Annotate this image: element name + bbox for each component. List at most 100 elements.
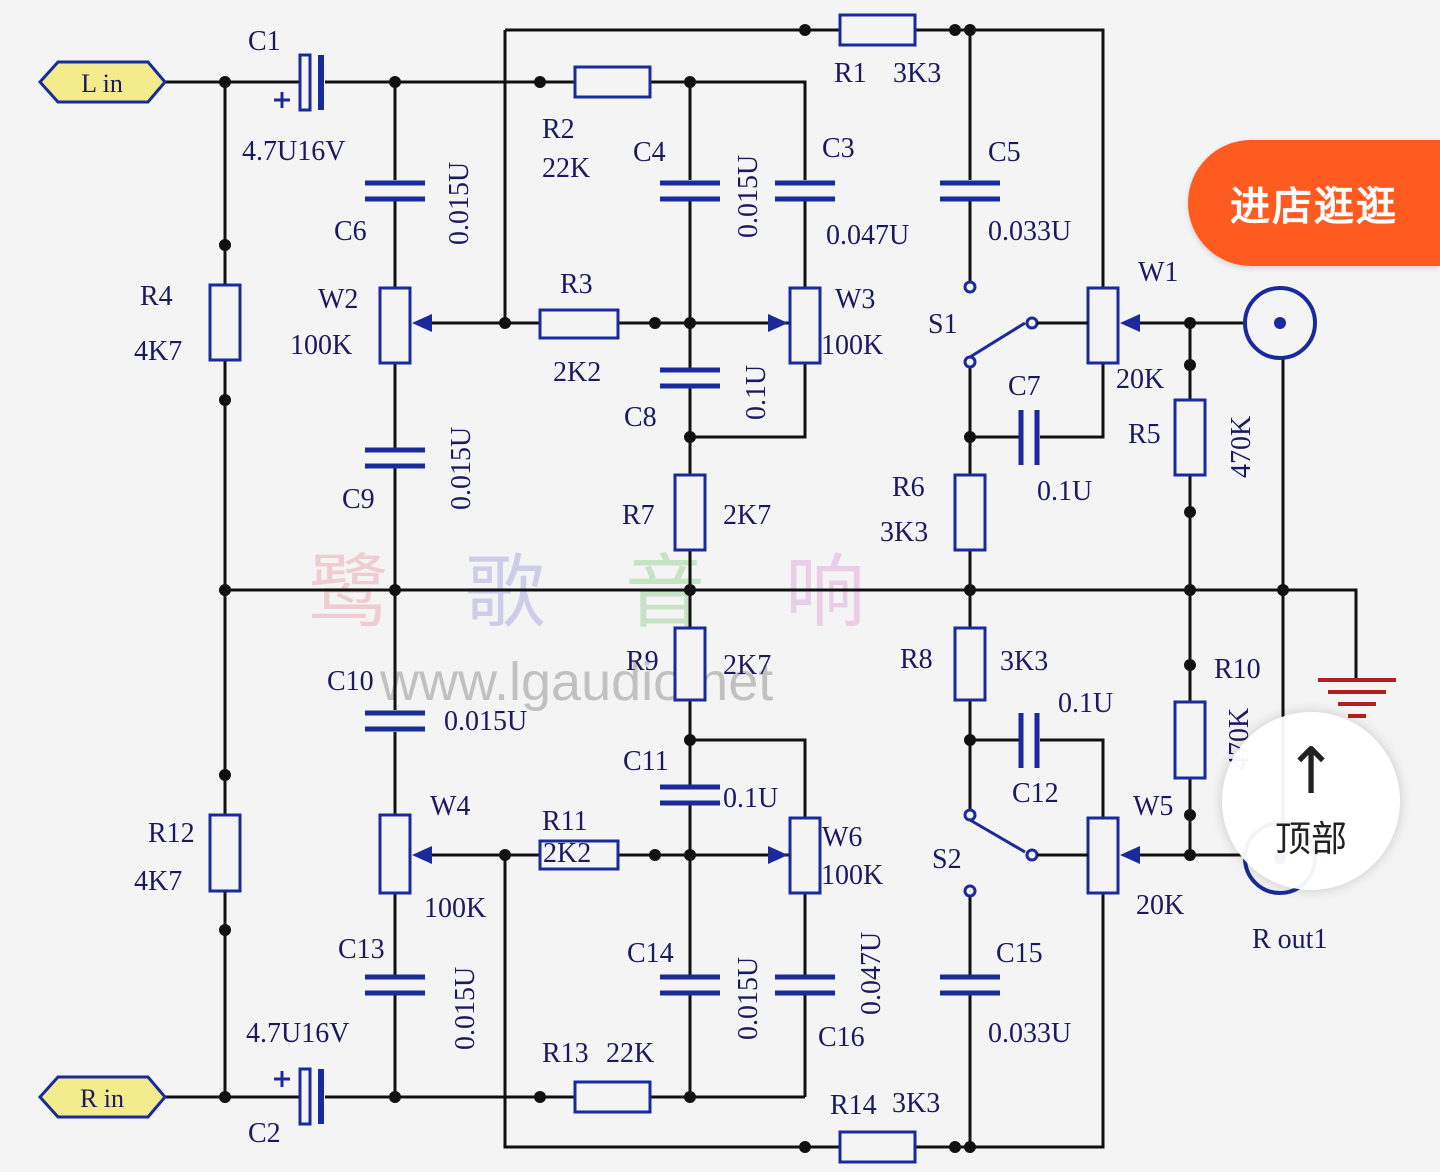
label-r5: R5 <box>1128 419 1161 450</box>
capacitor-c16 <box>775 974 835 996</box>
capacitor-c9 <box>365 447 425 469</box>
pot-w3 <box>788 286 822 365</box>
component-labels: C1 4.7U16V R1 3K3 R2 22K C4 C3 0.047U C5… <box>134 26 1327 1149</box>
watermark-site: www.lgaudio.net <box>379 652 773 712</box>
capacitor-c8 <box>660 367 720 389</box>
resistor-r14 <box>838 1130 917 1164</box>
label-r4: R4 <box>140 281 173 312</box>
label-r-in: R in <box>80 1084 124 1113</box>
label-c12-value: 0.1U <box>1058 688 1113 719</box>
capacitor-c7 <box>1018 410 1040 465</box>
switch-s1 <box>963 280 1088 369</box>
switches <box>963 280 1088 898</box>
capacitor-c4 <box>660 180 720 202</box>
visit-shop-button[interactable]: 进店逛逛 <box>1188 140 1440 266</box>
wires <box>165 28 1358 1149</box>
back-to-top-label: 顶部 <box>1274 819 1347 860</box>
resistor-r3 <box>538 308 620 340</box>
capacitor-c2 <box>274 1067 324 1126</box>
label-c6-value: 0.015U <box>444 162 475 245</box>
watermark: 鹭 歌 音 响 www.lgaudio.net <box>308 550 865 712</box>
label-r12-value: 4K7 <box>134 866 182 897</box>
label-r13: R13 <box>542 1038 589 1069</box>
resistor-r13 <box>573 1080 652 1114</box>
label-r6: R6 <box>892 472 925 503</box>
label-c5: C5 <box>988 137 1021 168</box>
label-c11-value: 0.1U <box>723 783 778 814</box>
capacitor-c3 <box>775 180 835 202</box>
label-r12: R12 <box>148 818 195 849</box>
resistor-r9 <box>673 626 707 702</box>
capacitor-c12 <box>1018 713 1040 768</box>
label-c10: C10 <box>327 666 374 697</box>
label-c1-value: 4.7U16V <box>242 136 345 167</box>
capacitor-c14 <box>660 974 720 996</box>
junction-dots <box>219 24 1289 1153</box>
label-r5-value: 470K <box>1226 416 1257 478</box>
connector-l-in: L in <box>37 60 167 104</box>
label-r13-value: 22K <box>606 1038 654 1069</box>
label-w1-value: 20K <box>1116 364 1164 395</box>
label-r3-value: 2K2 <box>553 357 601 388</box>
capacitor-c10 <box>365 710 425 732</box>
label-c9: C9 <box>342 484 375 515</box>
wiper-arrows <box>412 314 1140 864</box>
back-to-top-button[interactable]: ↑ 顶部 <box>1222 712 1400 890</box>
capacitors <box>365 180 1040 996</box>
label-r8-value: 3K3 <box>1000 646 1048 677</box>
electrolytic-capacitors <box>274 53 324 1126</box>
label-r14: R14 <box>830 1090 877 1121</box>
label-w5-value: 20K <box>1136 890 1184 921</box>
resistors <box>208 13 1207 1164</box>
label-c13-value: 0.015U <box>450 967 481 1050</box>
label-r4-value: 4K7 <box>134 336 182 367</box>
label-c4: C4 <box>633 137 666 168</box>
label-c12: C12 <box>1012 778 1059 809</box>
label-w3-value: 100K <box>821 330 883 361</box>
capacitor-c11 <box>660 784 720 806</box>
label-w2-value: 100K <box>290 330 352 361</box>
label-r8: R8 <box>900 644 933 675</box>
capacitor-c15 <box>940 974 1000 996</box>
watermark-char-4: 响 <box>785 550 865 638</box>
label-r2-value: 22K <box>542 153 590 184</box>
label-w1: W1 <box>1138 257 1178 288</box>
arrow-up-icon: ↑ <box>1284 735 1338 809</box>
pot-w5 <box>1086 816 1120 895</box>
resistor-r7 <box>673 473 707 552</box>
visit-shop-label: 进店逛逛 <box>1230 184 1398 230</box>
label-c15: C15 <box>996 938 1043 969</box>
switch-s2 <box>963 808 1088 898</box>
resistor-r12 <box>208 813 242 893</box>
label-w4: W4 <box>430 791 470 822</box>
label-r7: R7 <box>622 500 655 531</box>
label-r2: R2 <box>542 114 575 145</box>
capacitor-c1 <box>274 53 324 112</box>
label-w6: W6 <box>822 822 862 853</box>
label-r10: R10 <box>1214 654 1261 685</box>
label-l-in: L in <box>81 69 123 98</box>
pot-w2 <box>378 286 412 365</box>
label-c15-value: 0.033U <box>988 1018 1071 1049</box>
resistor-r5 <box>1173 398 1207 477</box>
label-c16-value: 0.047U <box>856 932 887 1015</box>
resistor-r4 <box>208 283 242 362</box>
label-c1: C1 <box>248 26 281 57</box>
capacitor-c13 <box>365 974 425 996</box>
connector-r-in: R in <box>37 1075 167 1119</box>
label-w3: W3 <box>835 284 875 315</box>
resistor-r2 <box>573 65 652 99</box>
label-c14-value: 0.015U <box>733 957 764 1040</box>
label-c7-value: 0.1U <box>1037 476 1092 507</box>
label-w6-value: 100K <box>821 860 883 891</box>
label-c14: C14 <box>627 938 674 969</box>
label-c16: C16 <box>818 1022 865 1053</box>
label-w4-value: 100K <box>424 893 486 924</box>
label-c5-value: 0.033U <box>988 216 1071 247</box>
label-c11: C11 <box>623 746 669 777</box>
pot-w6 <box>788 816 822 895</box>
label-r11-value: 2K2 <box>543 838 591 869</box>
label-r-out: R out1 <box>1252 924 1327 955</box>
ground-symbol <box>1318 678 1396 718</box>
